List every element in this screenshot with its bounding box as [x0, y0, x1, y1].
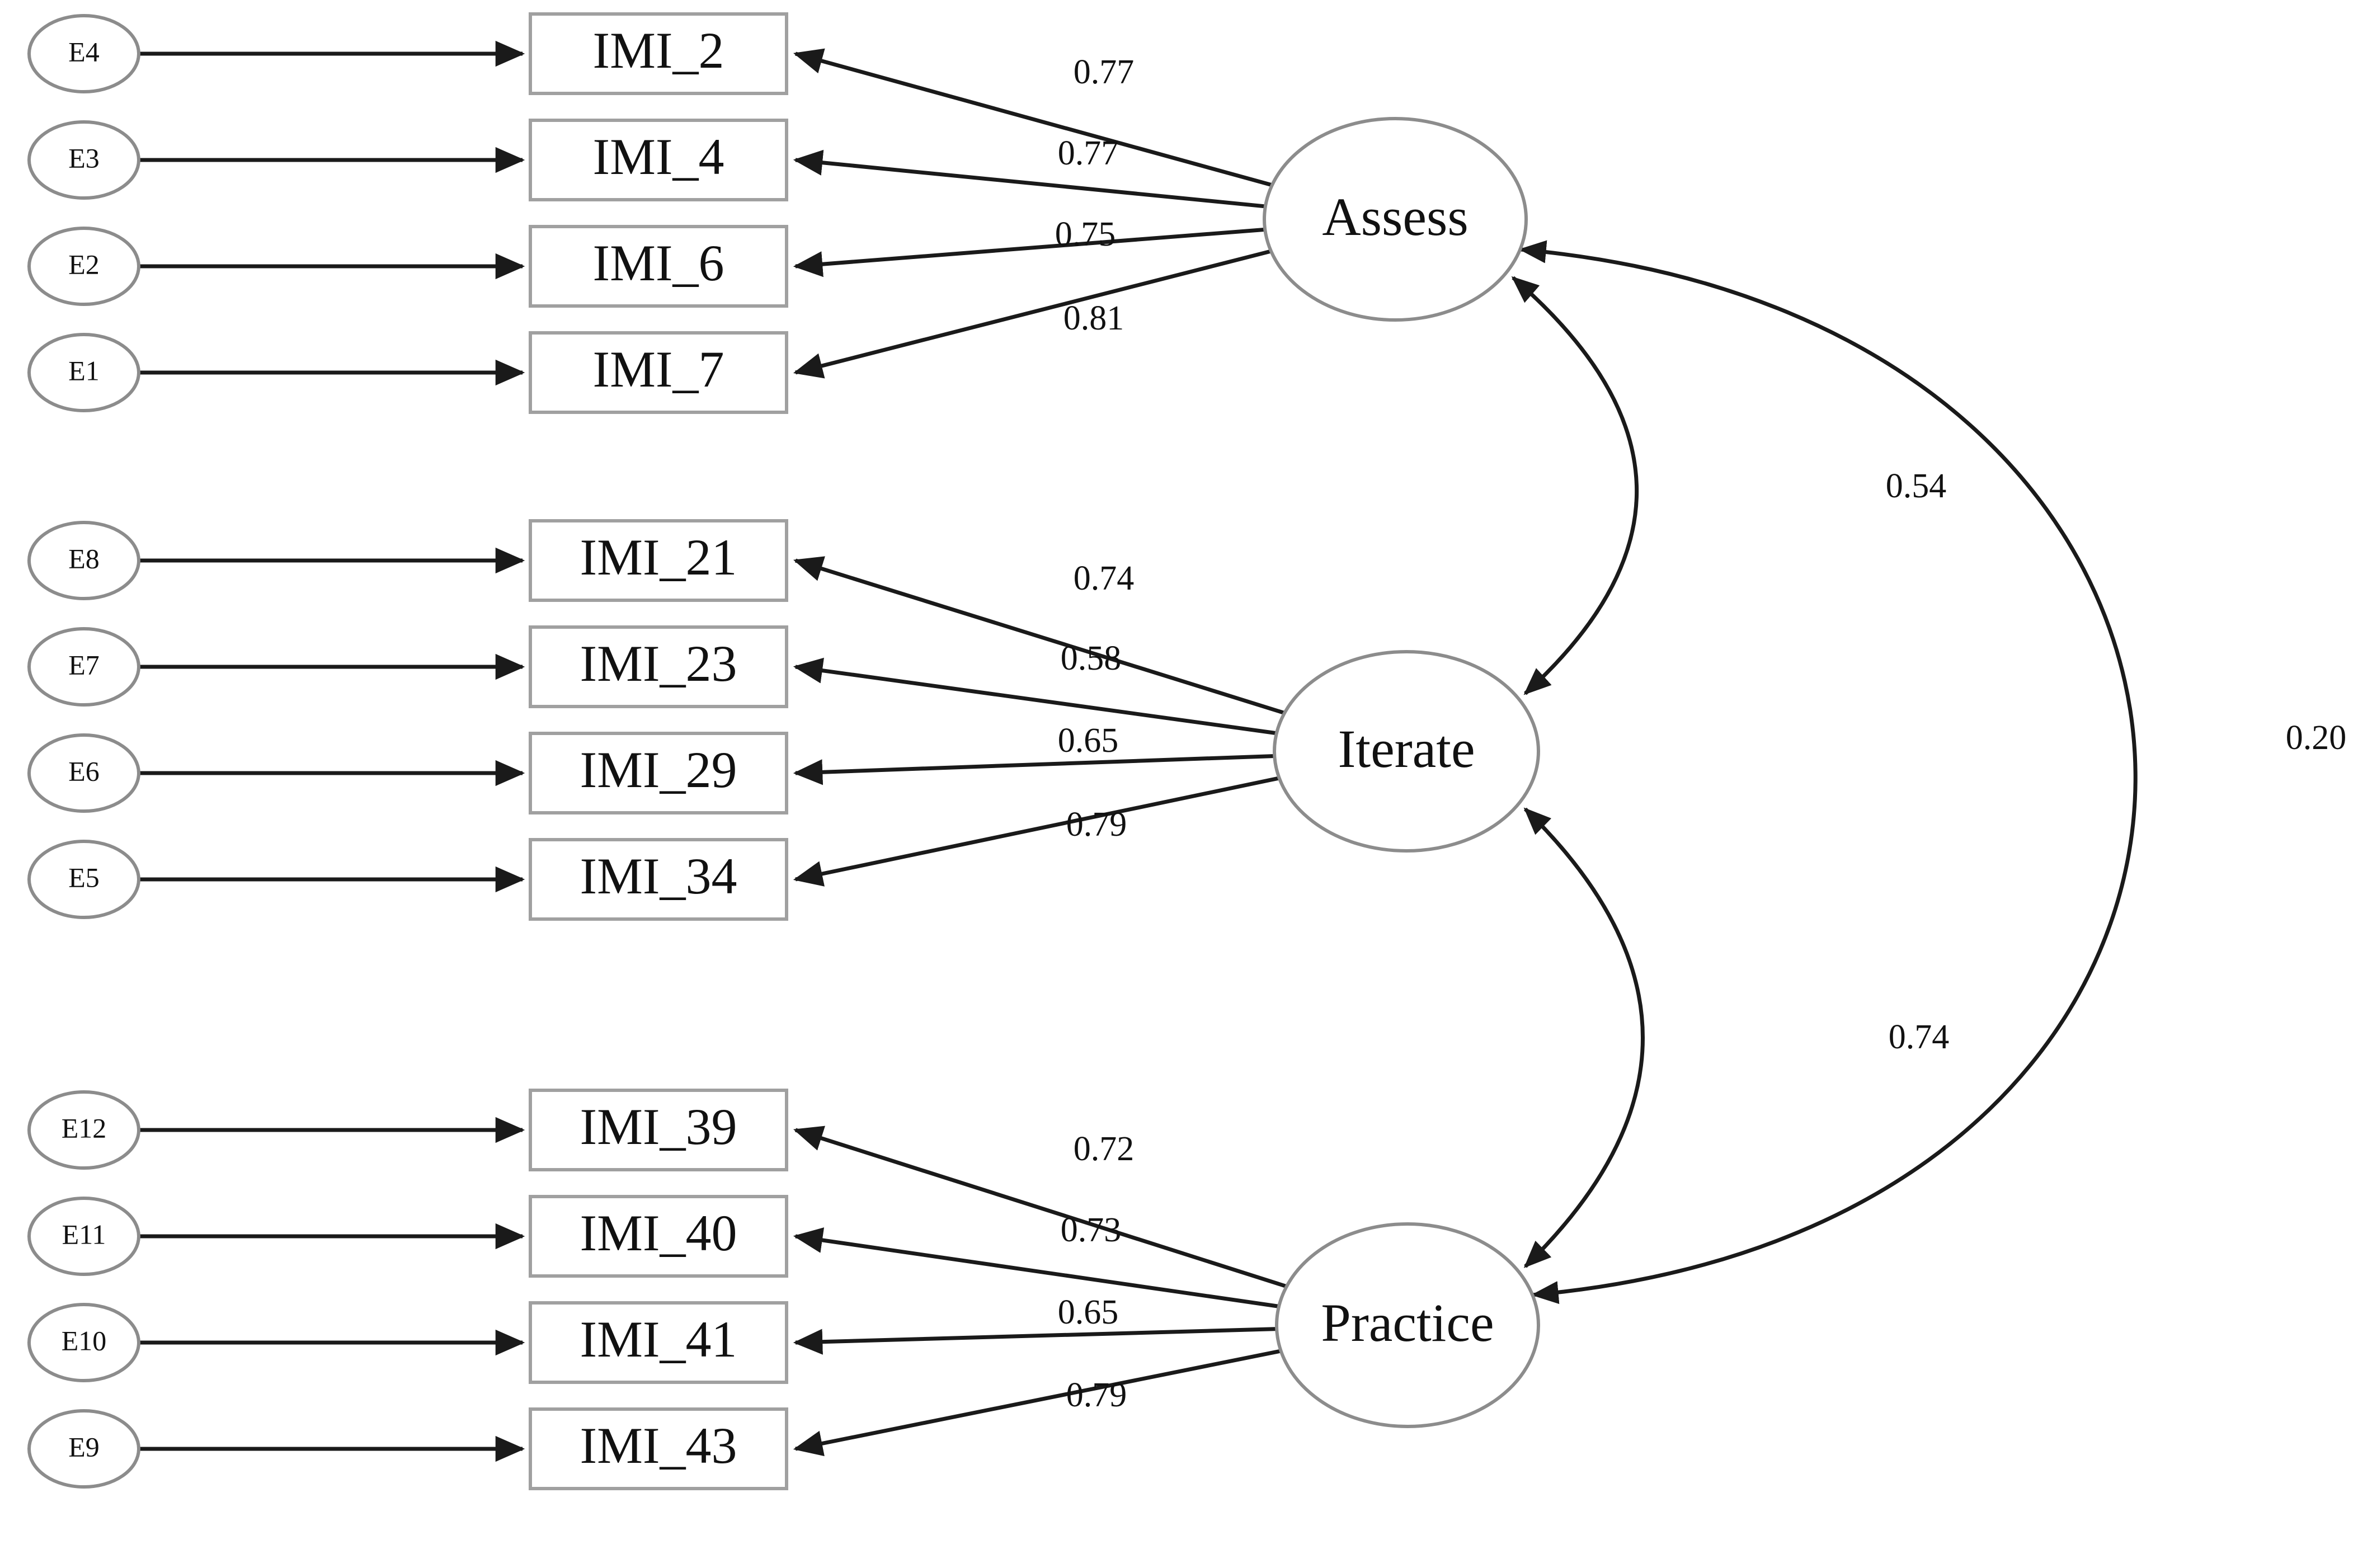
error-node[interactable] [27, 120, 140, 200]
error-node-label: E9 [68, 1431, 100, 1462]
indicator-box[interactable] [529, 1195, 788, 1278]
indicator-label: IMI_2 [592, 22, 724, 79]
indicator-label: IMI_41 [580, 1311, 737, 1368]
error-node-label: E2 [68, 248, 100, 280]
error-node[interactable] [27, 227, 140, 306]
error-node-label: E12 [62, 1112, 107, 1143]
factor-to-indicator-arrow [793, 556, 1286, 715]
loading-value-label: 0.73 [1061, 1211, 1122, 1249]
error-node[interactable] [27, 1197, 140, 1276]
error-node[interactable] [27, 1409, 140, 1489]
latent-factor-node[interactable] [1273, 650, 1540, 853]
factor-to-indicator-arrow [793, 48, 1273, 187]
indicator-label: IMI_6 [592, 234, 724, 291]
loading-value-label: 0.74 [1074, 559, 1135, 597]
loading-value-label: 0.79 [1066, 1376, 1127, 1414]
error-node-label: E5 [68, 861, 100, 893]
covariance-arc-iterate-practice [1523, 807, 1645, 1268]
error-node-label: E4 [68, 36, 100, 67]
indicator-box[interactable] [529, 625, 788, 708]
indicator-label: IMI_29 [580, 741, 737, 798]
indicator-label: IMI_4 [592, 128, 724, 185]
covariance-value-label: 0.74 [1889, 1018, 1950, 1056]
covariance-arc-assess-iterate [1511, 276, 1639, 695]
factor-to-indicator-arrow [793, 1349, 1282, 1457]
error-node[interactable] [27, 733, 140, 813]
indicator-box[interactable] [529, 519, 788, 602]
indicator-box[interactable] [529, 331, 788, 414]
indicator-label: IMI_34 [580, 847, 737, 905]
indicator-box[interactable] [529, 119, 788, 201]
error-node-label: E10 [62, 1325, 107, 1356]
latent-factor-label: Practice [1321, 1293, 1494, 1353]
error-node[interactable] [27, 1303, 140, 1382]
error-node[interactable] [27, 840, 140, 919]
error-node[interactable] [27, 14, 140, 93]
error-node[interactable] [27, 627, 140, 707]
latent-factor-node[interactable] [1275, 1222, 1540, 1428]
indicator-label: IMI_40 [580, 1204, 737, 1261]
indicator-label: IMI_39 [580, 1098, 737, 1155]
loading-value-label: 0.77 [1058, 134, 1119, 172]
loading-value-label: 0.65 [1058, 722, 1119, 760]
nodes-layer [27, 12, 1540, 1490]
indicator-label: IMI_21 [580, 529, 737, 586]
error-node-label: E1 [68, 355, 100, 386]
latent-factor-label: Iterate [1338, 719, 1475, 779]
covariance-arc-assess-practice [1518, 240, 2138, 1305]
loading-value-label: 0.72 [1074, 1130, 1135, 1168]
loading-value-label: 0.75 [1055, 215, 1116, 253]
factor-to-indicator-arrow [793, 227, 1265, 277]
loading-value-label: 0.79 [1066, 806, 1127, 844]
error-node-label: E8 [68, 543, 100, 574]
covariance-value-label: 0.20 [2286, 719, 2347, 757]
indicator-box[interactable] [529, 838, 788, 921]
latent-factor-node[interactable] [1263, 117, 1528, 322]
factor-to-indicator-arrow [793, 657, 1277, 736]
factor-to-indicator-arrow [793, 1227, 1279, 1308]
indicator-box[interactable] [529, 1407, 788, 1490]
loading-value-label: 0.77 [1074, 53, 1135, 91]
indicator-box[interactable] [529, 1301, 788, 1384]
indicator-box[interactable] [529, 732, 788, 814]
indicator-box[interactable] [529, 225, 788, 308]
error-node-label: E11 [62, 1218, 106, 1250]
error-node-label: E7 [68, 649, 100, 680]
loading-value-label: 0.65 [1058, 1293, 1119, 1331]
error-node[interactable] [27, 333, 140, 412]
factor-to-indicator-arrow [793, 249, 1272, 379]
indicator-label: IMI_43 [580, 1417, 737, 1474]
covariance-value-label: 0.54 [1886, 467, 1947, 505]
indicator-label: IMI_7 [592, 341, 724, 398]
loading-value-label: 0.58 [1061, 639, 1122, 677]
factor-to-indicator-arrow [793, 776, 1280, 887]
error-node-label: E3 [68, 142, 100, 173]
indicator-box[interactable] [529, 12, 788, 95]
factor-to-indicator-arrow [793, 1126, 1287, 1288]
loading-value-label: 0.81 [1063, 299, 1124, 337]
error-node[interactable] [27, 1090, 140, 1170]
factor-to-indicator-arrow [793, 1327, 1277, 1355]
latent-factor-label: Assess [1322, 187, 1468, 247]
indicator-label: IMI_23 [580, 635, 737, 692]
factor-to-indicator-arrow [793, 149, 1266, 209]
indicator-box[interactable] [529, 1089, 788, 1171]
edges-layer [139, 40, 2138, 1462]
error-node-label: E6 [68, 755, 100, 787]
factor-to-indicator-arrow [793, 754, 1275, 785]
error-node[interactable] [27, 521, 140, 600]
